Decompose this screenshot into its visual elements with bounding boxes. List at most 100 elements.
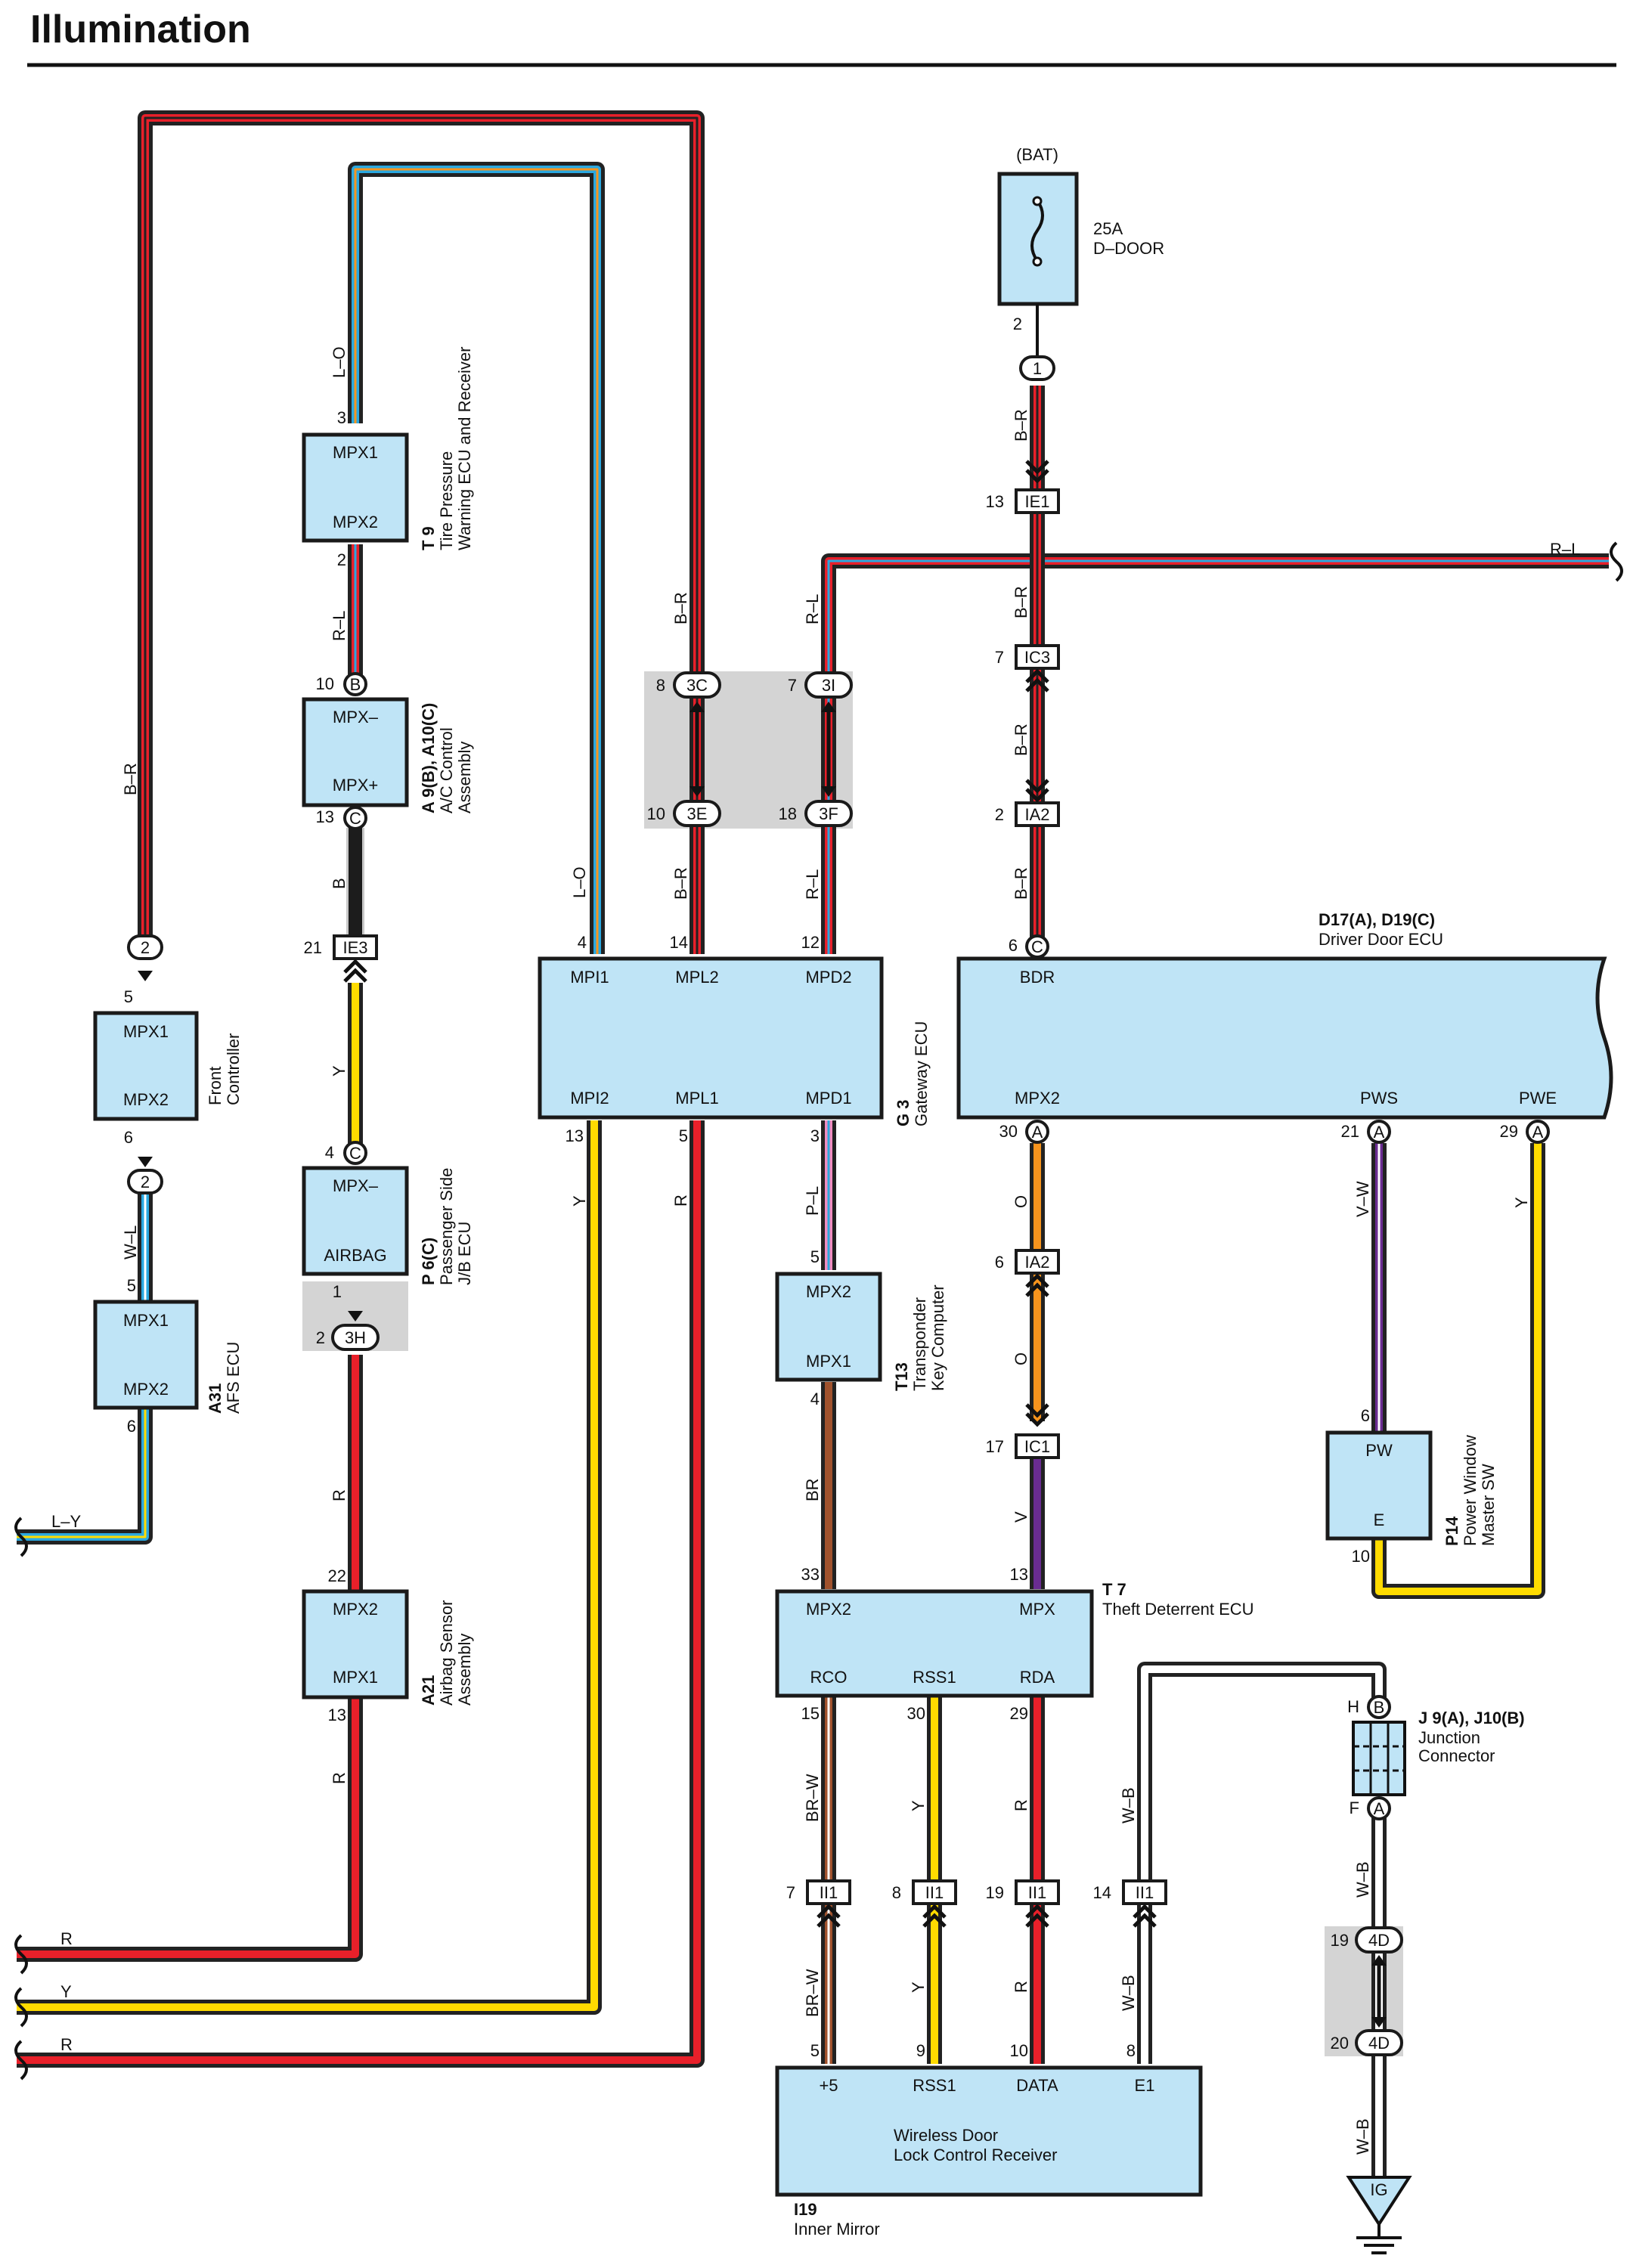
svg-text:R: R: [60, 1929, 73, 1948]
svg-text:2: 2: [141, 938, 150, 957]
svg-text:W–L: W–L: [121, 1225, 140, 1259]
airbag-sensor-assembly: [302, 1589, 409, 1699]
svg-text:IE1: IE1: [1024, 492, 1049, 511]
svg-text:15: 15: [801, 1704, 820, 1723]
svg-text:R: R: [1012, 1981, 1030, 1993]
svg-text:W–B: W–B: [1119, 1787, 1138, 1823]
svg-text:4D: 4D: [1368, 1931, 1390, 1950]
svg-text:RSS1: RSS1: [913, 1668, 956, 1687]
svg-text:A/C Control: A/C Control: [437, 727, 456, 813]
svg-text:7: 7: [788, 676, 797, 695]
svg-text:B: B: [350, 675, 361, 694]
svg-text:2: 2: [316, 1328, 325, 1347]
svg-text:30: 30: [999, 1122, 1018, 1141]
svg-text:7: 7: [786, 1883, 795, 1902]
svg-text:6: 6: [995, 1253, 1004, 1272]
svg-text:Y: Y: [60, 1982, 72, 2001]
svg-text:J/B ECU: J/B ECU: [455, 1222, 474, 1285]
svg-text:3F: 3F: [819, 804, 838, 823]
page-title: Illumination: [30, 8, 251, 51]
svg-text:18: 18: [779, 804, 797, 823]
svg-text:6: 6: [1009, 936, 1018, 955]
svg-text:Assembly: Assembly: [455, 742, 474, 813]
svg-text:1: 1: [1033, 359, 1042, 378]
svg-text:10: 10: [316, 674, 334, 693]
svg-text:6: 6: [124, 1128, 133, 1147]
svg-text:MPD1: MPD1: [805, 1089, 851, 1108]
svg-text:O: O: [1012, 1195, 1030, 1208]
svg-text:MPX1: MPX1: [333, 1668, 378, 1687]
svg-text:II1: II1: [1028, 1883, 1046, 1902]
connector-ie3: IE3 21: [304, 934, 378, 960]
svg-text:MPX–: MPX–: [333, 708, 379, 727]
power-window-label: P14 Power Window Master SW: [1443, 1435, 1498, 1546]
svg-text:21: 21: [304, 938, 322, 957]
svg-text:Y: Y: [1512, 1197, 1531, 1208]
svg-text:8: 8: [656, 676, 665, 695]
svg-text:14: 14: [670, 933, 688, 952]
round-connectors: 1 2 2 3C 8 3I 7 3E 10 3F 18 3H 2 4D 19 4…: [127, 355, 1403, 2056]
svg-text:33: 33: [801, 1565, 820, 1584]
svg-text:19: 19: [986, 1883, 1004, 1902]
connector-ic3: IC3 7: [995, 644, 1060, 670]
svg-text:29: 29: [1010, 1704, 1028, 1723]
svg-text:IA2: IA2: [1024, 1253, 1049, 1272]
svg-text:5: 5: [679, 1126, 688, 1145]
svg-text:T13: T13: [892, 1362, 911, 1391]
svg-text:DATA: DATA: [1016, 2076, 1058, 2095]
svg-text:17: 17: [986, 1437, 1004, 1456]
theft-name: Theft Deterrent ECU: [1102, 1600, 1254, 1619]
svg-text:13: 13: [316, 807, 334, 826]
svg-text:Wireless Door: Wireless Door: [894, 2126, 998, 2145]
svg-text:Y: Y: [909, 1800, 928, 1811]
svg-text:19: 19: [1331, 1931, 1349, 1950]
wire-r-airbag-out: [17, 1695, 363, 1962]
svg-text:R–L: R–L: [803, 594, 822, 624]
svg-text:B: B: [1374, 1698, 1385, 1717]
svg-text:W–B: W–B: [1119, 1975, 1138, 2011]
wireless-name: Inner Mirror: [794, 2220, 880, 2239]
svg-text:IG: IG: [1370, 2180, 1387, 2199]
svg-text:Assembly: Assembly: [455, 1634, 474, 1706]
wireless-door-lock-receiver: [775, 2065, 1203, 2197]
svg-text:IC1: IC1: [1024, 1437, 1050, 1456]
svg-text:V: V: [1012, 1511, 1030, 1523]
connector-ia2-lower: IA2 6: [995, 1249, 1060, 1275]
svg-text:6: 6: [1361, 1406, 1370, 1425]
svg-text:2: 2: [995, 805, 1004, 824]
svg-text:9: 9: [916, 2041, 925, 2060]
svg-text:H: H: [1347, 1697, 1359, 1716]
svg-text:3C: 3C: [686, 676, 708, 695]
svg-text:22: 22: [328, 1566, 346, 1585]
passenger-jb-ecu: [302, 1166, 409, 1276]
svg-text:3I: 3I: [822, 676, 835, 695]
fuse-rating: 25A: [1093, 219, 1123, 238]
svg-text:P14: P14: [1443, 1516, 1461, 1546]
svg-text:R: R: [330, 1772, 349, 1784]
svg-text:MPX2: MPX2: [806, 1282, 851, 1301]
svg-text:MPX–: MPX–: [333, 1176, 379, 1195]
svg-text:MPX: MPX: [1019, 1600, 1055, 1619]
svg-text:G 3: G 3: [894, 1100, 913, 1126]
svg-text:A: A: [1532, 1123, 1544, 1142]
svg-text:T 9: T 9: [419, 526, 438, 550]
svg-text:MPX1: MPX1: [333, 443, 378, 462]
svg-text:R: R: [671, 1194, 690, 1207]
svg-text:Master SW: Master SW: [1479, 1464, 1498, 1546]
svg-text:P 6(C): P 6(C): [419, 1238, 438, 1285]
svg-text:BR: BR: [803, 1478, 822, 1501]
svg-text:20: 20: [1331, 2034, 1349, 2053]
svg-text:7: 7: [995, 648, 1004, 667]
wireless-code: I19: [794, 2200, 817, 2219]
svg-text:RDA: RDA: [1020, 1668, 1055, 1687]
afs-ecu: [93, 1300, 199, 1410]
front-controller: [93, 1011, 199, 1121]
front-controller-label: Front Controller: [206, 1033, 243, 1105]
svg-text:MPX+: MPX+: [333, 776, 379, 795]
svg-text:13: 13: [986, 492, 1004, 511]
svg-text:R–L: R–L: [803, 869, 822, 900]
svg-text:4: 4: [578, 933, 587, 952]
svg-text:II1: II1: [820, 1883, 838, 1902]
ground-symbol-icon: [1346, 2176, 1412, 2227]
